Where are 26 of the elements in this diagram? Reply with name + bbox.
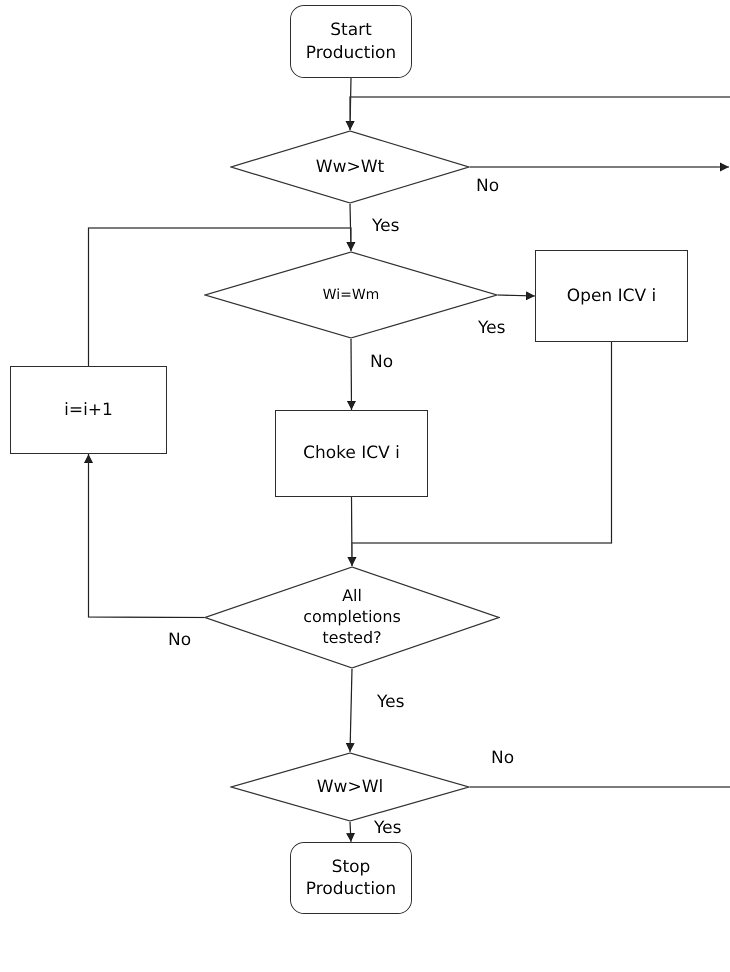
node-label: Ww>Wl <box>316 776 384 798</box>
arrow <box>470 162 729 172</box>
node-label: Ww>Wt <box>316 156 384 178</box>
arrow <box>346 339 356 410</box>
terminal-box <box>290 5 412 78</box>
node-label: Stop Production <box>304 856 398 900</box>
arrow <box>347 497 356 566</box>
arrow <box>346 822 356 842</box>
node-label: All completions tested? <box>302 586 402 649</box>
node-label: Wi=Wm <box>322 286 380 304</box>
decision-diamond <box>204 566 500 669</box>
decision-diamond <box>230 130 470 204</box>
process-box <box>275 410 428 497</box>
node-label: Choke ICV i <box>303 442 400 465</box>
terminal-box <box>290 842 412 914</box>
node-label: i=i+1 <box>64 398 113 422</box>
arrow <box>346 96 730 130</box>
node-label: Start Production <box>304 19 398 64</box>
arrow <box>346 668 355 752</box>
decision-diamond <box>230 752 470 822</box>
arrow <box>88 227 356 366</box>
arrow <box>84 454 204 618</box>
node-label: Open ICV i <box>566 284 656 308</box>
process-box <box>10 366 167 454</box>
arrow <box>498 291 536 300</box>
process-box <box>535 250 688 342</box>
